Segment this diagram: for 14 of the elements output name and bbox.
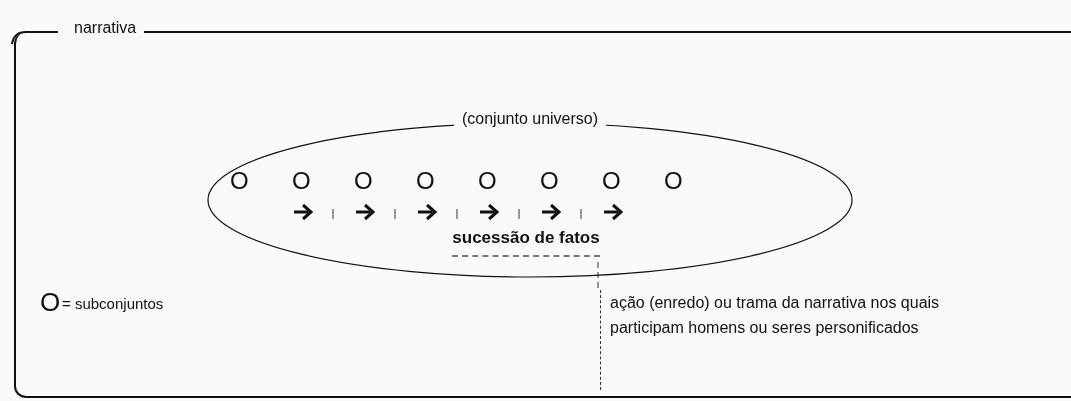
subset-symbol: O	[478, 168, 497, 195]
sequence-title: sucessão de fatos	[452, 228, 600, 257]
subset-symbol: O	[292, 168, 311, 195]
subset-symbol: O	[40, 288, 61, 317]
subset-symbol: O	[354, 168, 373, 195]
legend-text: = subconjuntos	[62, 296, 164, 313]
subset-symbol: O	[540, 168, 559, 195]
leader-line	[597, 261, 599, 291]
subset-symbol: O	[664, 168, 683, 195]
subset-symbol: O	[602, 168, 621, 195]
subset-symbol: O	[416, 168, 435, 195]
set-heading: (conjunto universo)	[453, 110, 607, 128]
subset-symbol: O	[230, 168, 249, 195]
plot-description: ação (enredo) ou trama da narrativa nos quais participam homens ou seres personificados	[610, 293, 941, 338]
